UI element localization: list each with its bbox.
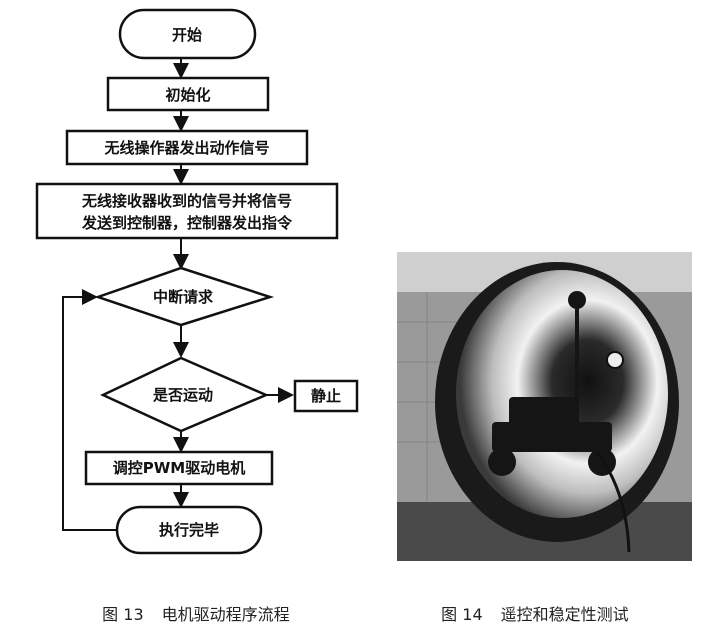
init-box [106,76,270,112]
start-text: 开始 [172,26,202,44]
interrupt-diamond [94,266,275,327]
figure-13-title: 电机驱动程序流程 [161,605,290,624]
start-terminal [118,8,257,60]
flow-connectors [62,58,294,531]
pwm-drive-text: 调控PWM驱动电机 [113,459,245,477]
stop-text: 静止 [311,387,341,405]
done-text: 执行完毕 [159,521,219,539]
figure-13-label: 图 13 [102,605,144,624]
moving-text: 是否运动 [152,386,213,404]
figure-14-caption: 图 14 遥控和稳定性测试 [431,582,629,625]
receive-text-line1: 无线接收器收到的信号并将信号 [81,192,292,210]
init-text: 初始化 [165,86,210,104]
figure-14-title: 遥控和稳定性测试 [500,605,629,624]
remote-control-test-photo [397,252,692,561]
photo-illustration [397,252,692,561]
interrupt-text: 中断请求 [153,288,214,306]
send-signal-text: 无线操作器发出动作信号 [103,139,269,157]
figure-14-label: 图 14 [441,605,483,624]
arrow-loop-back [62,289,117,531]
receive-box [35,182,339,240]
pwm-drive-box [84,450,274,486]
figure-13-caption: 图 13 电机驱动程序流程 [92,582,290,625]
receive-text-line2: 发送到控制器，控制器发出指令 [81,214,293,232]
moving-diamond [100,356,270,433]
send-signal-box [65,129,309,166]
motor-drive-flowchart: 开始 初始化 无线操作器发出动作信号 无线接收器收到的信号并将信号 发送到控制器… [35,8,359,555]
stop-box [293,379,359,413]
done-terminal [115,505,263,555]
